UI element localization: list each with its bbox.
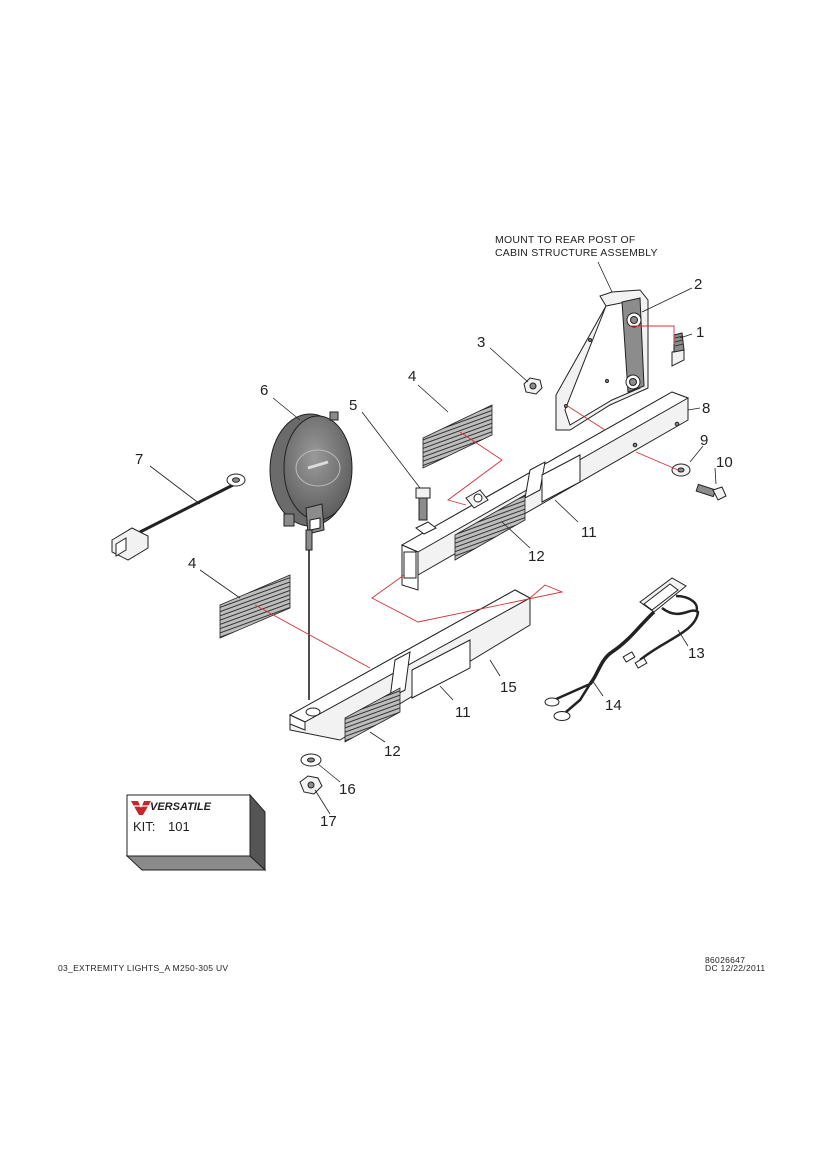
part-number: 86026647	[705, 955, 745, 965]
callout-2: 2	[694, 276, 702, 293]
lower-tube	[288, 589, 532, 743]
kit-label: KIT:	[133, 819, 155, 834]
mounting-bracket	[555, 289, 649, 431]
callout-12-upper: 12	[528, 548, 545, 565]
callout-11-lower: 11	[455, 704, 471, 721]
work-lamp	[269, 411, 353, 535]
revision-date: DC 12/22/2011	[705, 963, 765, 973]
callout-14: 14	[605, 697, 622, 714]
brand-name: VERSATILE	[150, 801, 212, 813]
bolt-10	[695, 483, 727, 501]
callout-16: 16	[339, 781, 356, 798]
mount-note-line1: MOUNT TO REAR POST OF	[495, 234, 636, 246]
lamp-stud	[305, 529, 313, 700]
callout-5: 5	[349, 397, 357, 414]
callout-12-lower: 12	[384, 743, 401, 760]
mount-note-line2: CABIN STRUCTURE ASSEMBLY	[495, 247, 658, 259]
kit-number: 101	[168, 819, 190, 834]
washer-16	[300, 753, 322, 767]
callout-7: 7	[135, 451, 143, 468]
lamp-cable	[111, 473, 246, 561]
reflector-upper	[422, 404, 493, 469]
callout-labels: 1 2 3 4 4 5 6 7 8 9 10 11 11 12 12 13 14…	[135, 276, 733, 830]
bolt-5	[415, 487, 437, 535]
drawing-title: 03_EXTREMITY LIGHTS_A M250-305 UV	[58, 963, 228, 973]
callout-3: 3	[477, 334, 485, 351]
callout-10: 10	[716, 454, 733, 471]
reflector-lower	[219, 574, 291, 639]
callout-4-upper: 4	[408, 368, 416, 385]
assembly-connector-lines	[254, 325, 679, 669]
upper-tube	[400, 391, 690, 591]
nut-17	[299, 775, 323, 795]
wiring-harness	[544, 577, 700, 721]
callout-1: 1	[696, 324, 704, 341]
kit-box: VERSATILE KIT: 101	[125, 793, 267, 872]
callout-6: 6	[260, 382, 268, 399]
callout-15: 15	[500, 679, 517, 696]
callout-8: 8	[702, 400, 710, 417]
versatile-logo-icon	[131, 801, 151, 815]
callout-11-upper: 11	[581, 524, 597, 541]
mount-note: MOUNT TO REAR POST OF CABIN STRUCTURE AS…	[495, 234, 658, 259]
footer: 03_EXTREMITY LIGHTS_A M250-305 UV 860266…	[58, 955, 765, 973]
callout-4-lower: 4	[188, 555, 196, 572]
callout-17: 17	[320, 813, 337, 830]
callout-9: 9	[700, 432, 708, 449]
leader-lines	[149, 261, 717, 815]
callout-13: 13	[688, 645, 705, 662]
nut-3	[523, 377, 543, 395]
washer-9	[671, 463, 691, 477]
